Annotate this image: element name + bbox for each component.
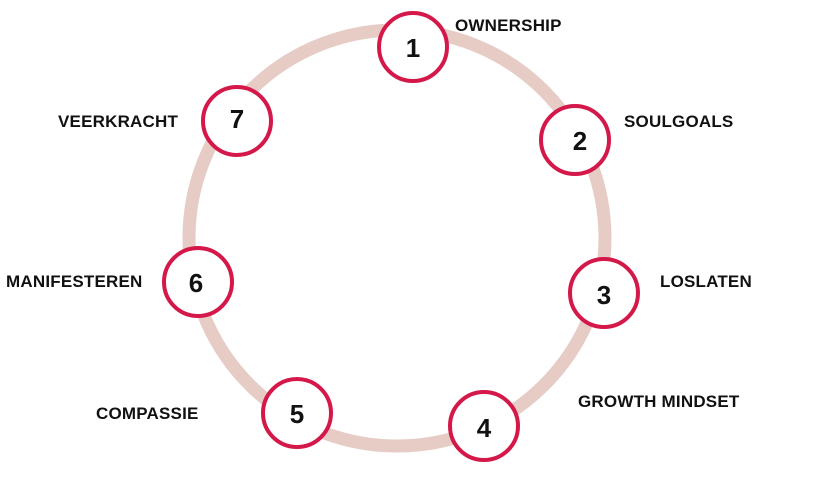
- step-circle-2: [539, 104, 611, 176]
- step-node-6: 6: [162, 246, 234, 318]
- step-circle-7: [201, 85, 273, 157]
- step-node-7: 7: [201, 85, 273, 157]
- step-number-5: 5: [290, 399, 304, 429]
- step-number-3: 3: [597, 280, 611, 310]
- step-number-7: 7: [230, 104, 244, 134]
- step-number-6: 6: [189, 268, 203, 298]
- step-circle-5: [261, 377, 333, 449]
- step-circle-3: [568, 257, 640, 329]
- step-number-1: 1: [406, 33, 420, 63]
- step-node-1: 1: [377, 11, 449, 83]
- step-node-4: 4: [448, 390, 520, 462]
- step-circle-4: [448, 390, 520, 462]
- step-node-3: 3: [568, 257, 640, 329]
- step-circle-1: [377, 11, 449, 83]
- step-label-4: GROWTH MINDSET: [578, 392, 740, 411]
- step-label-1: OWNERSHIP: [455, 16, 562, 35]
- step-label-2: SOULGOALS: [624, 112, 734, 131]
- step-number-2: 2: [573, 126, 587, 156]
- step-label-7: VEERKRACHT: [58, 112, 179, 131]
- step-label-5: COMPASSIE: [96, 404, 199, 423]
- step-label-3: LOSLATEN: [660, 272, 752, 291]
- step-number-4: 4: [477, 413, 492, 443]
- step-node-5: 5: [261, 377, 333, 449]
- step-node-2: 2: [539, 104, 611, 176]
- step-circle-6: [162, 246, 234, 318]
- step-label-6: MANIFESTEREN: [6, 272, 143, 291]
